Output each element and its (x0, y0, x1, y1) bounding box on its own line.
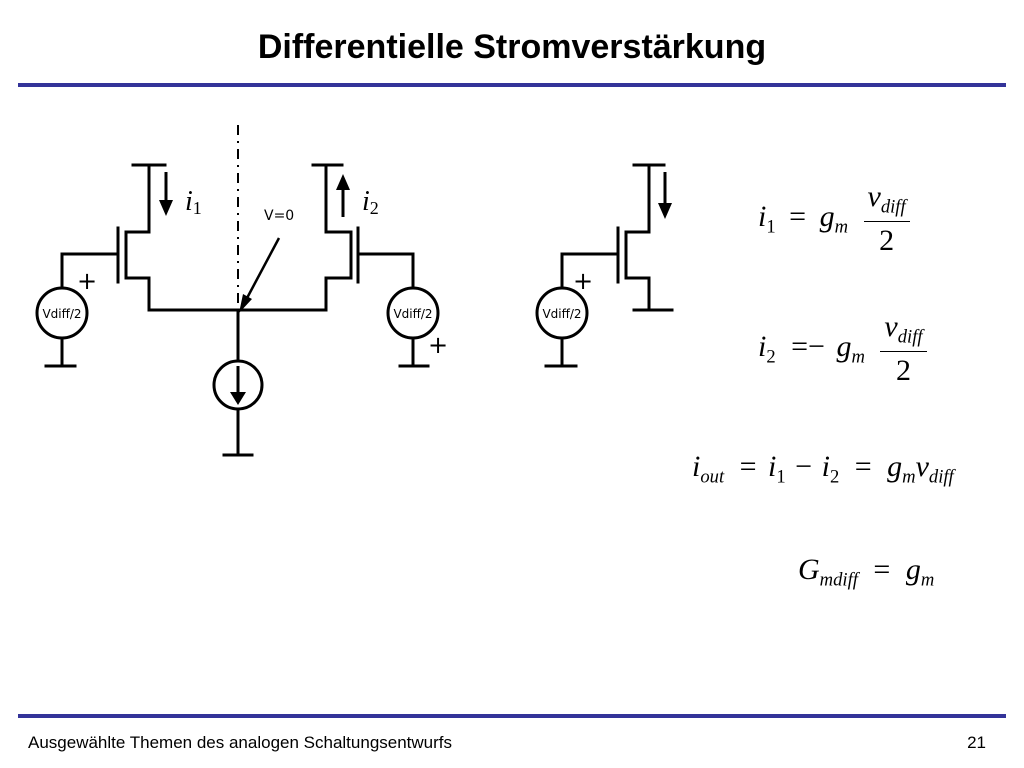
current-arrow-i1 (159, 172, 173, 216)
source-label-right: Vdiff/2 (393, 307, 432, 321)
node-voltage-arrow (239, 237, 281, 313)
plus-sign-right: + (428, 331, 448, 359)
equation-i2: i2 =− gm vdiff 2 (758, 310, 927, 388)
current-arrow-half (658, 172, 672, 219)
right-transistor (324, 163, 415, 312)
label-i1: i1 (185, 186, 202, 218)
top-divider (18, 83, 1006, 87)
plus-sign-left: + (77, 267, 97, 295)
footer-text: Ausgewählte Themen des analogen Schaltun… (28, 733, 453, 752)
equation-gmdiff: Gmdiff = gm (798, 553, 935, 591)
voltage-source-right (386, 286, 440, 340)
voltage-source-left (35, 286, 89, 340)
source-label-left: Vdiff/2 (42, 307, 81, 321)
plus-sign-half: + (573, 267, 593, 295)
half-circuit-transistor (560, 163, 651, 312)
voltage-source-half (535, 286, 589, 340)
left-transistor (60, 163, 151, 312)
slide-title: Differentielle Stromverstärkung (257, 28, 767, 66)
source-label-half: Vdiff/2 (542, 307, 581, 321)
bottom-divider (18, 714, 1006, 718)
equation-iout: iout = i1 − i2 = gmvdiff (692, 450, 954, 488)
current-source (212, 359, 264, 411)
equation-i1: i1 = gm vdiff 2 (758, 180, 910, 258)
page-number: 21 (967, 733, 986, 752)
node-voltage-label: V=0 (264, 208, 294, 224)
label-i2: i2 (362, 186, 379, 218)
current-arrow-i2 (336, 174, 350, 217)
